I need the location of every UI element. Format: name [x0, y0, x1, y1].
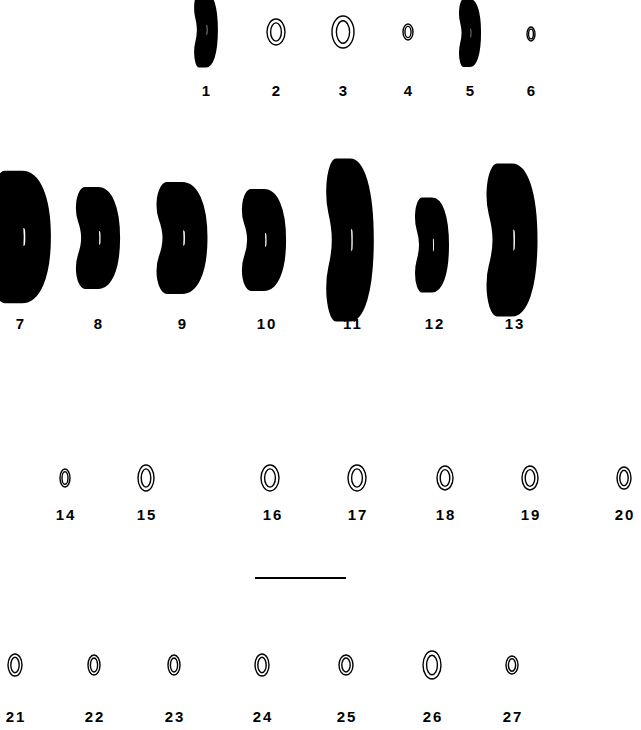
- chromosome-outline: [255, 654, 269, 676]
- chromosome-outline: [339, 655, 353, 675]
- callout-number: 12: [425, 316, 446, 331]
- callout-number: 3: [339, 83, 349, 98]
- chromosome-outline: [138, 465, 154, 491]
- chromosome-outline: [497, 195, 527, 285]
- callout-number: 15: [137, 507, 158, 522]
- chromosome-outline: [506, 656, 518, 674]
- chromosome-outline: [464, 13, 477, 53]
- chromosome-outline: [348, 465, 366, 491]
- callout-number: 6: [527, 83, 537, 98]
- callout-number: 13: [505, 316, 526, 331]
- chromosome-outline: [527, 27, 535, 41]
- chromosome-outline: [267, 19, 285, 45]
- scale-bar: [255, 577, 346, 579]
- chromosome-outline: [617, 467, 631, 489]
- callout-number: 7: [16, 316, 26, 331]
- callout-number: 5: [466, 83, 476, 98]
- chromosome-outline: [251, 210, 277, 270]
- callout-number: 9: [178, 316, 188, 331]
- chromosome-outline: [522, 466, 538, 490]
- callout-number: 26: [423, 709, 444, 724]
- chromosome-outline: [332, 16, 354, 48]
- callout-number: 21: [6, 709, 27, 724]
- chromosome-outline: [261, 465, 279, 491]
- callout-number: 11: [343, 316, 363, 331]
- callout-number: 24: [253, 709, 274, 724]
- callout-number: 18: [436, 507, 457, 522]
- callout-number: 20: [615, 507, 636, 522]
- chromosome-outline: [336, 192, 364, 288]
- chromosome-outline: [199, 8, 213, 52]
- callout-number: 16: [263, 507, 284, 522]
- callout-number: 14: [56, 507, 77, 522]
- chromosome-outline: [8, 654, 22, 676]
- chromosome-outline: [437, 466, 453, 490]
- chromosome-outline: [88, 655, 100, 675]
- chromosome-outline: [168, 655, 180, 675]
- callout-number: 17: [348, 507, 369, 522]
- callout-number: 2: [272, 83, 282, 98]
- chromosome-outline: [85, 208, 111, 268]
- callout-number: 1: [202, 83, 212, 98]
- chromosome-outline: [422, 217, 442, 273]
- callout-number: 8: [94, 316, 104, 331]
- chromosome-outline: [403, 24, 413, 40]
- chromosome-outline: [423, 651, 441, 679]
- callout-number: 25: [337, 709, 358, 724]
- callout-number: 19: [521, 507, 542, 522]
- callout-number: 10: [257, 316, 278, 331]
- callout-number: 27: [503, 709, 524, 724]
- callout-number: 4: [404, 83, 414, 98]
- callout-number: 22: [85, 709, 106, 724]
- callout-number: 23: [165, 709, 186, 724]
- chromosome-outline: [5, 198, 39, 276]
- chromosome-outline: [167, 205, 197, 271]
- chromosome-outline: [60, 469, 70, 487]
